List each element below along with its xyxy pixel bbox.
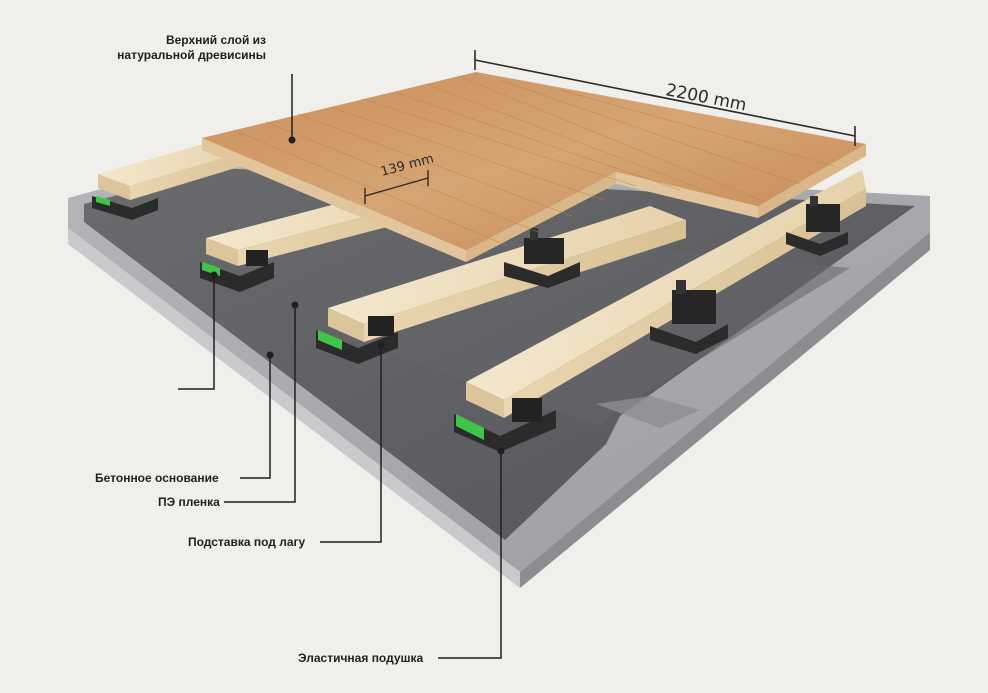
label-top-layer-line1: Верхний слой из [165,33,266,47]
support-6 [650,280,728,354]
joist-2-front [206,238,238,266]
parquet-edge-step [616,172,758,218]
leader-dots [210,136,505,455]
support-3 [316,316,398,364]
concrete-right-face [520,232,930,588]
label-joist-support: Подставка под лагу [188,535,306,549]
joist-supports [92,196,848,452]
parquet-edge [202,138,466,262]
leader-concrete [240,355,271,479]
parquet-edge-far [758,144,866,218]
label-pe-film: ПЭ пленка [158,495,220,509]
leader-unlabeled [178,275,215,390]
label-elastic-pad: Эластичная подушка [298,651,424,665]
dimension-width [364,170,429,204]
leader-pe-film [224,305,296,503]
label-top-layer-line2: натуральной древисины [117,48,266,62]
elastic-pad-1 [96,196,110,206]
pe-film-fold [596,396,700,428]
parquet-edge-right [466,172,616,262]
concrete-left-face [68,228,520,588]
support-1 [92,196,158,220]
support-5 [504,228,580,288]
parquet-plank-lines [233,75,835,247]
leader-support [320,345,382,543]
joist-4-top [466,170,866,400]
label-concrete: Бетонное основание [95,471,219,485]
support-2 [200,250,274,292]
support-4 [454,398,556,452]
dimension-length [474,50,856,146]
elastic-pad-4 [456,414,484,440]
elastic-pad-3 [318,330,342,350]
leader-elastic-pad [438,451,502,659]
wood-top-layer [202,72,866,262]
joist-1-front [98,174,130,200]
label-top-layer: Верхний слой из натуральной древисины [117,33,266,63]
joist-3-front [328,308,364,342]
leader-lines [178,74,502,659]
joist-4-front [466,382,504,418]
parquet-surface [202,72,866,250]
support-7 [786,196,848,256]
